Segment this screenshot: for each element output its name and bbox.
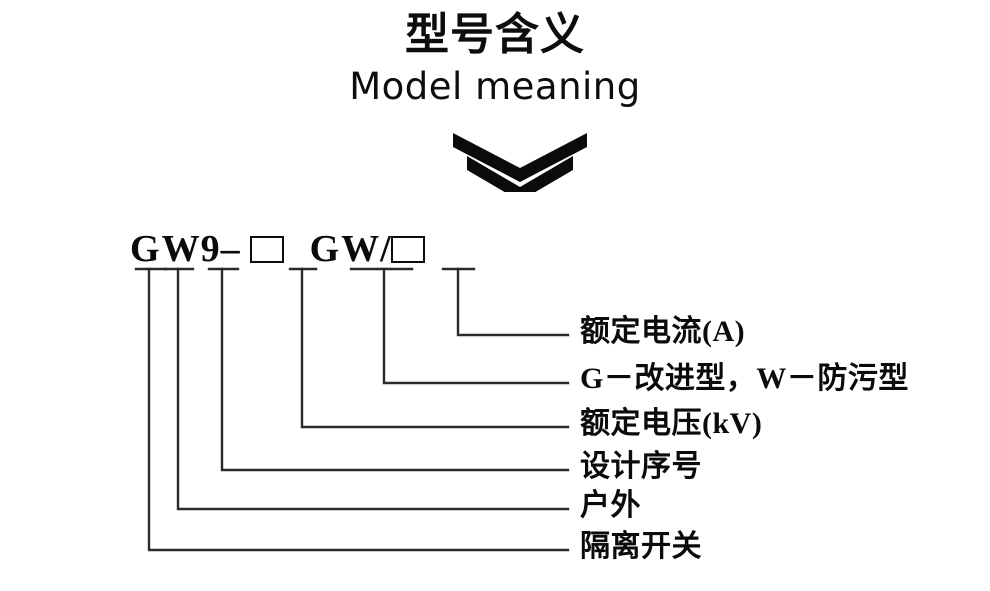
leader-outdoor xyxy=(176,267,570,511)
callout-label-outdoor: 户外 xyxy=(580,489,641,522)
code-char-w1: W xyxy=(161,228,200,270)
callout-label-design-serial: 设计序号 xyxy=(580,450,702,483)
callout-label-rated-current: 额定电流(A) xyxy=(580,315,746,348)
page-title-chinese: 型号含义 xyxy=(405,9,585,60)
code-char-g1: G xyxy=(130,228,160,270)
leader-design-serial xyxy=(220,267,570,472)
code-char-dash: – xyxy=(220,228,240,270)
double-chevron-down-icon xyxy=(445,130,595,201)
code-char-slash: / xyxy=(380,228,391,270)
code-char-w2: W xyxy=(341,228,380,270)
callout-label-disconnector: 隔离开关 xyxy=(580,530,702,563)
callout-label-rated-voltage: 额定电压(kV) xyxy=(580,407,763,440)
leader-rated-voltage xyxy=(300,267,570,429)
callout-label-type-variant: G－改进型，W－防污型 xyxy=(580,362,909,395)
leader-type-variant xyxy=(382,267,570,385)
leader-disconnector xyxy=(147,267,570,552)
code-placeholder-box-2 xyxy=(390,235,425,263)
code-placeholder-box-1 xyxy=(249,235,284,263)
page-title-english: Model meaning xyxy=(349,65,641,108)
model-code-string: G W 9 – G W / xyxy=(130,226,425,272)
code-char-g2: G xyxy=(309,228,340,270)
header-block: 型号含义 Model meaning xyxy=(0,8,990,110)
leader-rated-current xyxy=(456,267,570,337)
code-char-digit: 9 xyxy=(200,228,220,270)
